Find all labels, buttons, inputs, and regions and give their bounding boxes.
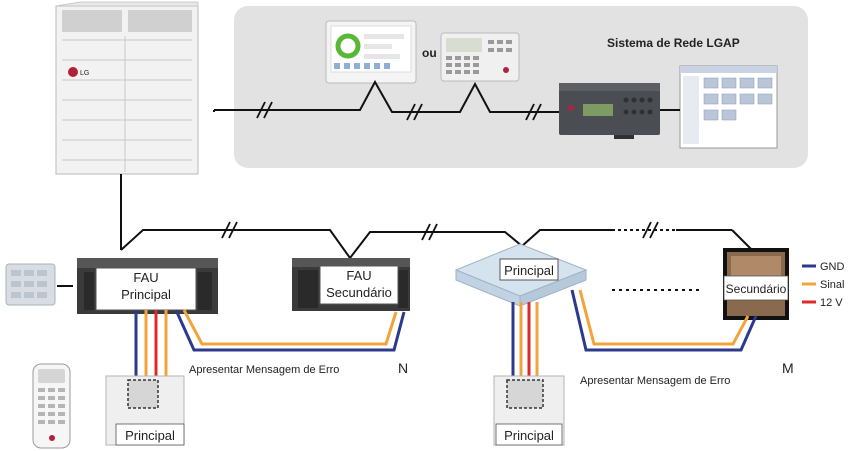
- wire-legend: GND Sinal 12 V: [802, 261, 845, 309]
- indoor-unit-bus-line: [120, 174, 755, 260]
- cassette-main-unit: Principal: [454, 243, 588, 307]
- fau-sub-label-line1: FAU: [346, 268, 371, 283]
- lg-logo-icon: [68, 67, 78, 77]
- cassette-secondary-unit: Secundário: [723, 248, 789, 320]
- panel-title: Sistema de Rede LGAP: [607, 36, 740, 50]
- left-error-message: Apresentar Mensagem de Erro: [189, 364, 339, 376]
- right-group-wiring: [570, 289, 758, 352]
- left-remote-label: Principal: [125, 428, 175, 443]
- right-wired-remote: Principal: [493, 375, 565, 446]
- fau-sub-label-line2: Secundário: [326, 285, 392, 300]
- cassette-sub-label: Secundário: [726, 282, 787, 296]
- wall-panel-device: [5, 263, 56, 306]
- fau-secondary-unit: FAU Secundário: [292, 258, 410, 311]
- right-error-message: Apresentar Mensagem de Erro: [580, 375, 730, 387]
- cassette-count-label: M: [782, 360, 794, 376]
- indoor-break-marks: [221, 221, 659, 241]
- outdoor-unit: LG: [55, 1, 199, 175]
- keypad-controller: [440, 32, 520, 82]
- controller-bus-line: [213, 79, 680, 113]
- left-group-wiring: [174, 309, 406, 352]
- right-remote-label: Principal: [504, 428, 554, 443]
- pc-software-screenshot: [679, 65, 778, 149]
- legend-12v-label: 12 V: [820, 297, 843, 309]
- wireless-remote-control: [32, 363, 71, 449]
- cassette-main-label: Principal: [504, 263, 554, 278]
- fau-main-unit: FAU Principal: [77, 258, 218, 314]
- outdoor-brand: LG: [80, 70, 89, 77]
- fau-count-label: N: [398, 360, 408, 376]
- legend-signal-label: Sinal: [820, 279, 844, 291]
- fau-main-label-line2: Principal: [121, 287, 171, 302]
- touch-controller: [325, 20, 417, 84]
- fau-main-label-line1: FAU: [133, 270, 158, 285]
- legend-gnd-label: GND: [820, 261, 845, 273]
- lgap-gateway: [559, 83, 660, 139]
- or-text: ou: [422, 46, 437, 60]
- line-break-marks: [256, 101, 542, 121]
- left-wired-remote: Principal: [105, 375, 185, 446]
